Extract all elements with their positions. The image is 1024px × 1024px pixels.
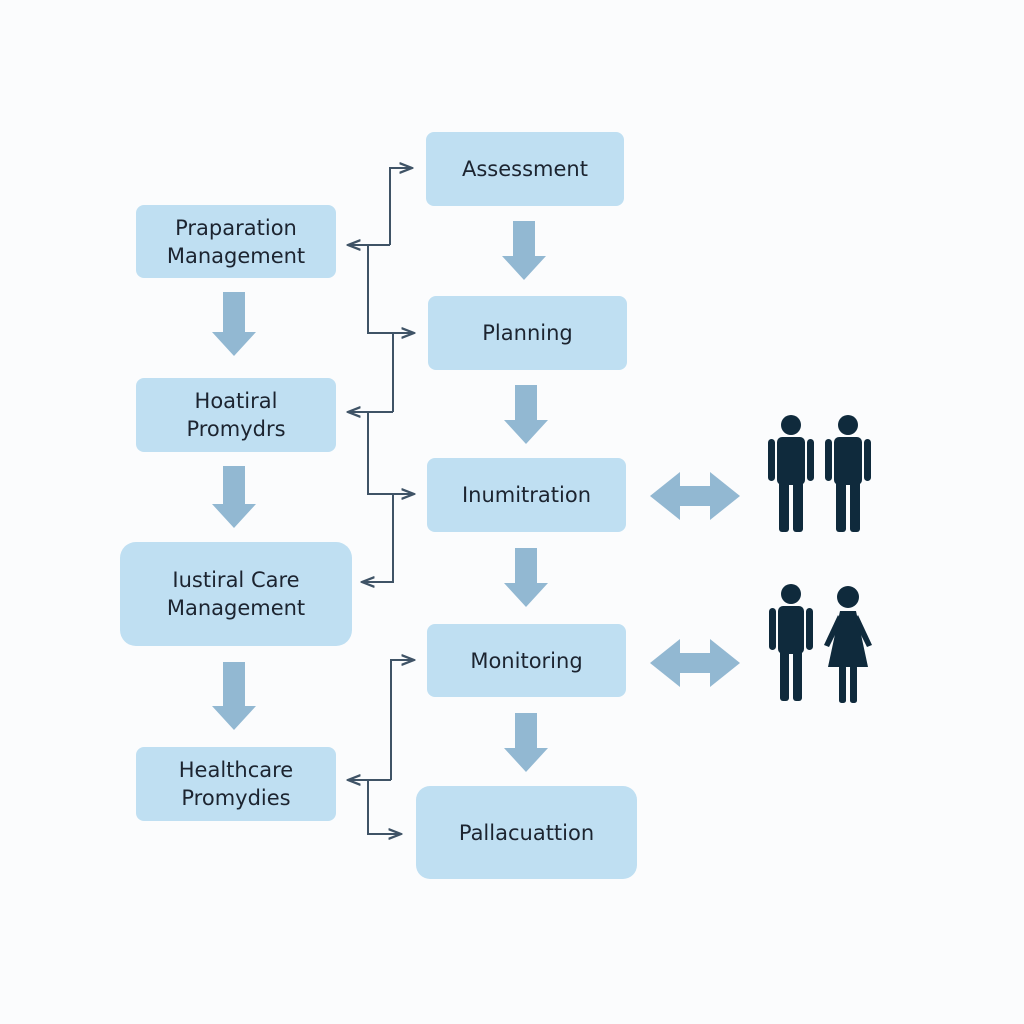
person-icon bbox=[768, 415, 814, 532]
bracket-connector-3 bbox=[362, 494, 394, 582]
flow-arrow-down bbox=[504, 713, 548, 772]
double-arrow bbox=[650, 639, 740, 687]
bracket-connector-2 bbox=[348, 333, 414, 494]
flow-arrow-down bbox=[212, 292, 256, 356]
flow-arrow-down bbox=[504, 548, 548, 607]
node-iustiral-care-management: Iustiral Care Management bbox=[120, 542, 352, 646]
flow-arrow-down bbox=[502, 221, 546, 280]
person-icon bbox=[825, 415, 871, 532]
person-icon bbox=[769, 584, 813, 701]
node-monitoring: Monitoring bbox=[427, 624, 626, 697]
flow-arrow-down bbox=[504, 385, 548, 444]
woman-icon bbox=[824, 586, 872, 703]
node-hoatiral-promydrs: Hoatiral Promydrs bbox=[136, 378, 336, 452]
node-planning: Planning bbox=[428, 296, 627, 370]
node-inumitration: Inumitration bbox=[427, 458, 626, 532]
double-arrow bbox=[650, 472, 740, 520]
bracket-connector-4 bbox=[348, 660, 414, 834]
bracket-connector-1 bbox=[348, 168, 414, 333]
node-assessment: Assessment bbox=[426, 132, 624, 206]
node-pallacuattion: Pallacuattion bbox=[416, 786, 637, 879]
node-healthcare-promydies: Healthcare Promydies bbox=[136, 747, 336, 821]
flow-arrow-down bbox=[212, 466, 256, 528]
flow-arrow-down bbox=[212, 662, 256, 730]
node-praparation-management: Praparation Management bbox=[136, 205, 336, 278]
